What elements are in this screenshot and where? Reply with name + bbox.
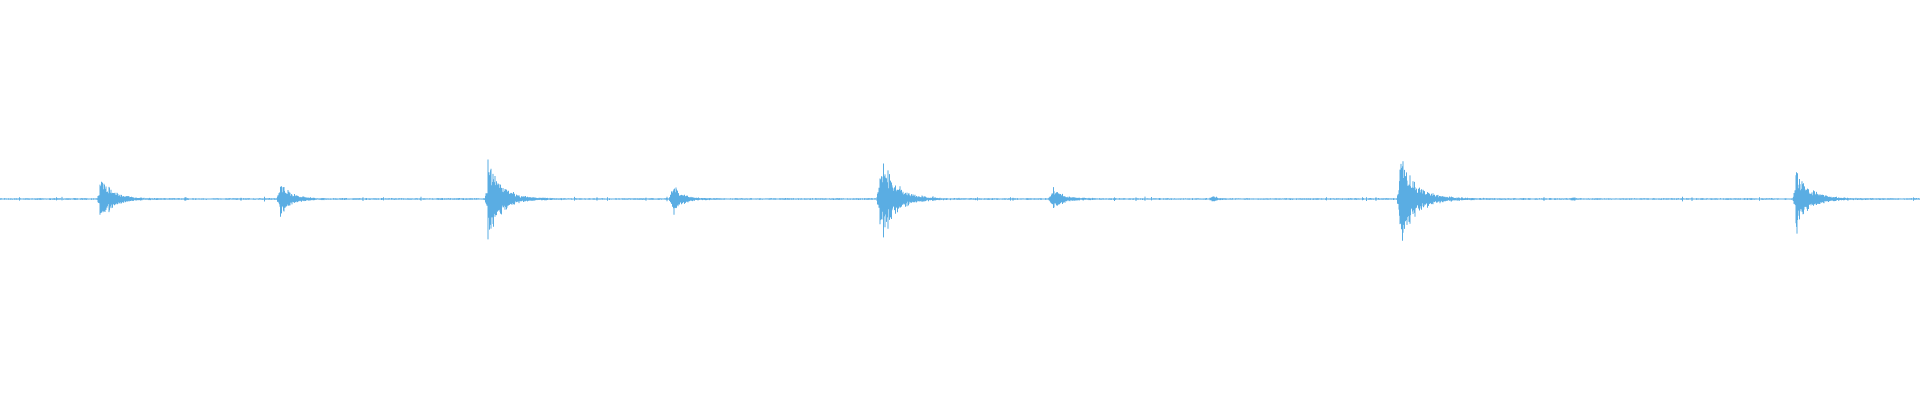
transient-burst-2 xyxy=(274,179,314,219)
transient-burst-9 xyxy=(1566,197,1606,201)
transient-burst-1 xyxy=(94,173,134,225)
transient-burst-5 xyxy=(874,147,914,251)
transient-burst-6 xyxy=(1046,185,1086,213)
transient-burst-4 xyxy=(666,179,706,219)
transient-burst-8 xyxy=(1394,149,1434,249)
transient-burst-7 xyxy=(1206,195,1246,203)
waveform-trace xyxy=(0,159,1920,241)
transient-burst-10 xyxy=(1790,161,1830,237)
transient-burst-3 xyxy=(482,151,522,247)
